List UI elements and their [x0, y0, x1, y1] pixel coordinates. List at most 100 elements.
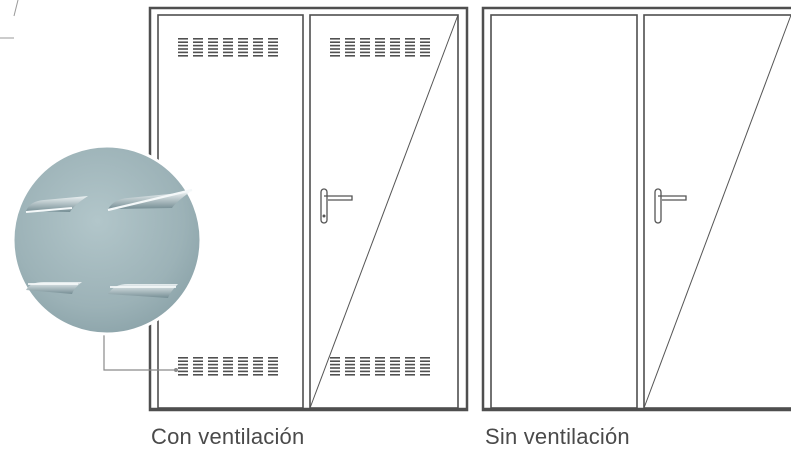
vent-slot — [178, 363, 188, 366]
vent-slot — [223, 44, 233, 47]
vent-slot — [405, 360, 415, 362]
vent-slot — [268, 370, 278, 373]
vent-slot — [193, 38, 203, 40]
vent-slot — [238, 51, 248, 54]
vent-slot — [253, 357, 263, 359]
vent-slot — [193, 41, 203, 43]
vent-slot — [178, 357, 188, 359]
vent-slot — [375, 363, 385, 366]
vent-slot — [223, 357, 233, 359]
vent-slot — [330, 367, 340, 369]
vent-slot — [360, 357, 370, 359]
vent-slot — [405, 44, 415, 47]
vent-slot — [268, 51, 278, 54]
vent-slot — [405, 48, 415, 50]
vent-slot — [420, 370, 430, 373]
vent-slot — [208, 51, 218, 54]
vent-slot — [420, 363, 430, 366]
vent-slot — [208, 357, 218, 359]
vent-slot — [330, 374, 340, 376]
vent-slot — [345, 363, 355, 366]
vent-slot — [330, 38, 340, 40]
vent-slot — [253, 51, 263, 54]
vent-slot — [330, 363, 340, 366]
vent-slot — [193, 363, 203, 366]
vent-slot — [360, 363, 370, 366]
vent-slot — [193, 48, 203, 50]
opening-diagonal — [643, 14, 791, 409]
door-with-ventilation — [148, 6, 469, 412]
vent-slot — [223, 360, 233, 362]
vent-slot — [178, 55, 188, 57]
vent-slot — [193, 367, 203, 369]
ventilation-grille — [178, 357, 278, 376]
vent-slot — [330, 44, 340, 47]
caption-without-ventilation: Sin ventilación — [485, 424, 630, 449]
vent-slot — [253, 41, 263, 43]
vent-slot — [330, 41, 340, 43]
vent-slot — [375, 360, 385, 362]
vent-slot — [345, 374, 355, 376]
vent-slot — [223, 38, 233, 40]
vent-slot — [360, 51, 370, 54]
vent-slot — [420, 55, 430, 57]
door-without-ventilation — [481, 6, 791, 412]
vent-slot — [253, 370, 263, 373]
vent-slot — [345, 41, 355, 43]
vent-slot — [268, 44, 278, 47]
vent-slot — [360, 48, 370, 50]
vent-slot — [238, 367, 248, 369]
vent-slot — [375, 51, 385, 54]
vent-slot — [253, 367, 263, 369]
louvre-slot — [107, 188, 193, 212]
vent-slot — [238, 360, 248, 362]
vent-slot — [223, 55, 233, 57]
vent-slot — [345, 55, 355, 57]
vent-slot — [330, 55, 340, 57]
vent-slot — [360, 370, 370, 373]
vent-slot — [360, 41, 370, 43]
vent-slot — [420, 367, 430, 369]
vent-slot — [330, 48, 340, 50]
vent-slot — [360, 367, 370, 369]
vent-slot — [375, 367, 385, 369]
vent-slot — [238, 370, 248, 373]
vent-slot — [420, 44, 430, 47]
vent-slot — [345, 44, 355, 47]
vent-slot — [360, 360, 370, 362]
corner-mark — [0, 0, 19, 39]
vent-slot — [208, 55, 218, 57]
vent-slot — [405, 367, 415, 369]
vent-slot — [208, 370, 218, 373]
vent-slot — [405, 370, 415, 373]
vent-slot — [375, 55, 385, 57]
vent-slot — [405, 38, 415, 40]
door-handle-icon — [320, 188, 353, 224]
vent-slot — [193, 55, 203, 57]
vent-slot — [208, 41, 218, 43]
vent-slot — [178, 48, 188, 50]
vent-slot — [178, 360, 188, 362]
vent-slot — [193, 374, 203, 376]
vent-slot — [238, 41, 248, 43]
vent-slot — [238, 38, 248, 40]
vent-slot — [420, 38, 430, 40]
vent-slot — [390, 363, 400, 366]
vent-slot — [345, 370, 355, 373]
vent-slot — [178, 374, 188, 376]
vent-slot — [375, 38, 385, 40]
vent-slot — [253, 374, 263, 376]
vent-slot — [268, 357, 278, 359]
vent-slot — [253, 360, 263, 362]
vent-slot — [238, 363, 248, 366]
vent-slot — [345, 48, 355, 50]
vent-slot — [208, 363, 218, 366]
vent-slot — [420, 51, 430, 54]
vent-slot — [268, 41, 278, 43]
vent-slot — [375, 44, 385, 47]
vent-slot — [390, 51, 400, 54]
vent-slot — [390, 41, 400, 43]
vent-slot — [253, 38, 263, 40]
vent-slot — [178, 367, 188, 369]
